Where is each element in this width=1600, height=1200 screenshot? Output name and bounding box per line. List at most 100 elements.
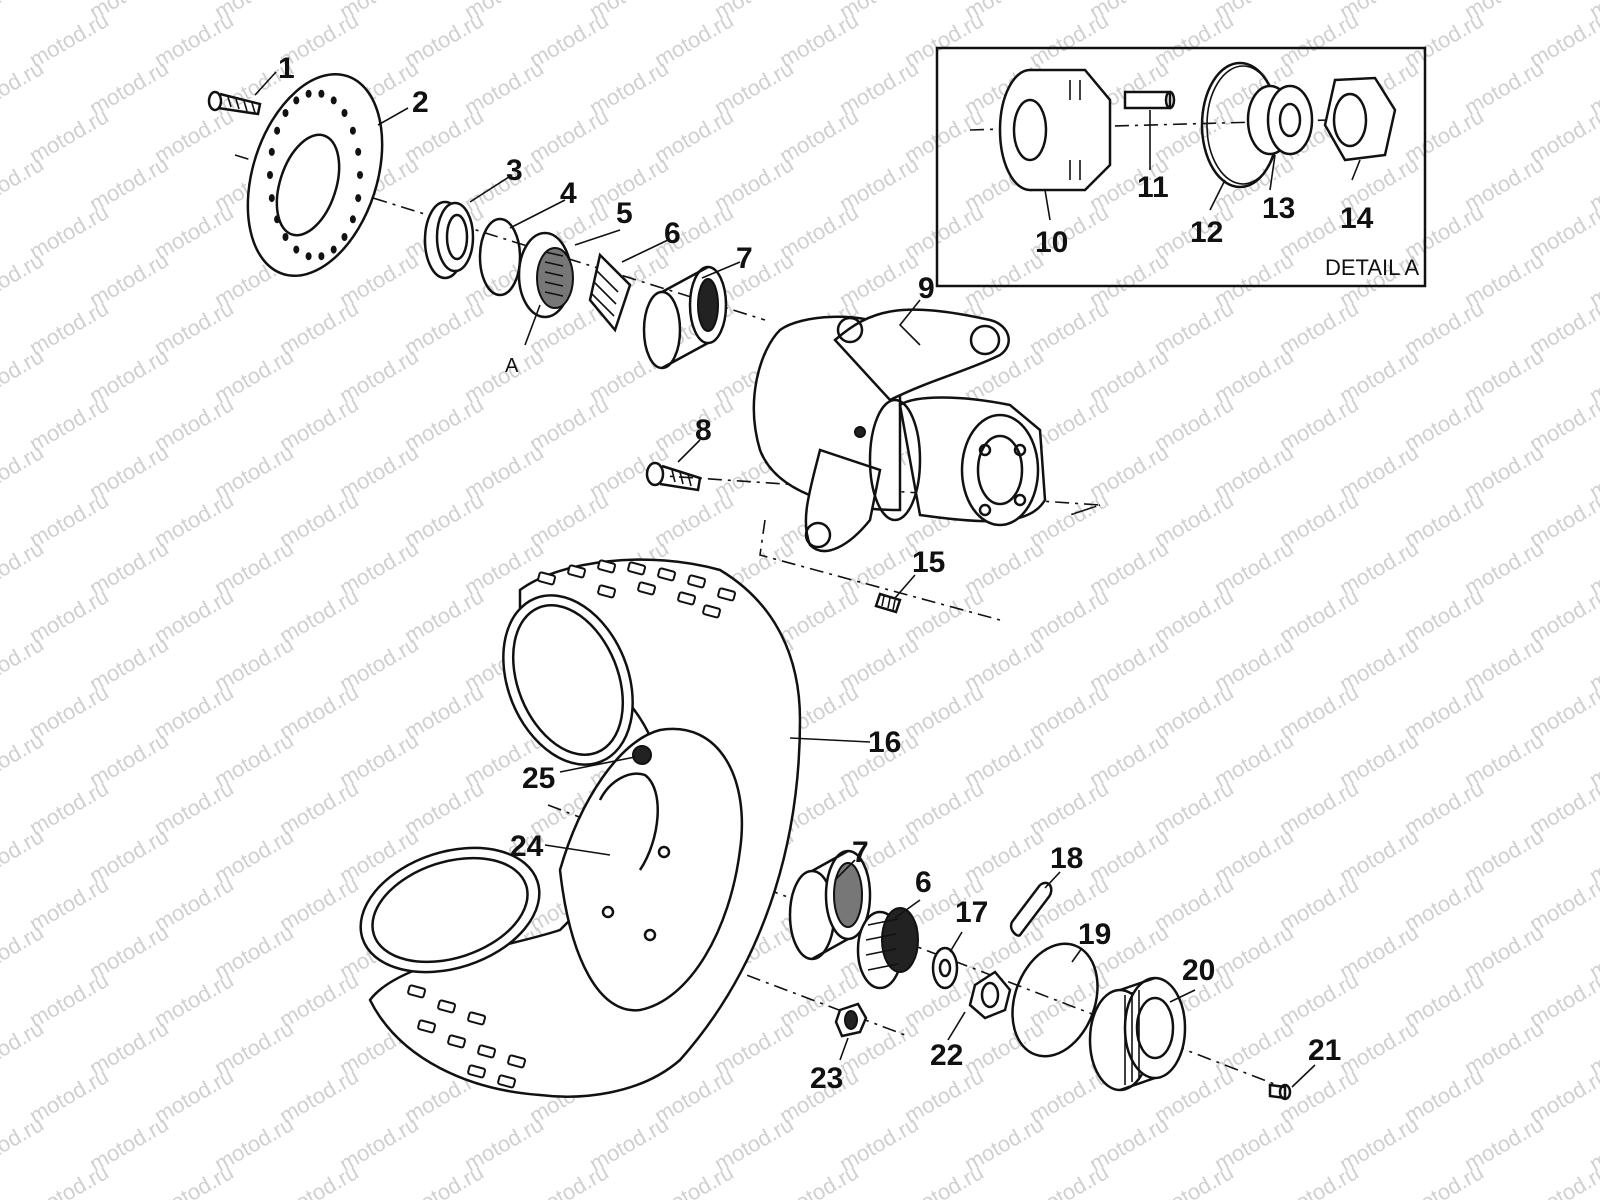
disc-hole <box>268 194 275 203</box>
washer-part-13 <box>1246 84 1314 156</box>
screw-part-15 <box>874 592 902 614</box>
brake-disc-part-2 <box>246 73 384 277</box>
tread-block <box>567 564 587 579</box>
watermark-text: motod.ru <box>0 535 48 600</box>
disc-hole <box>341 233 348 241</box>
bolt-part-1 <box>207 90 262 116</box>
rim-outer-bead <box>502 594 634 766</box>
disc-hole <box>318 89 325 98</box>
axis-line-stud <box>719 964 906 1036</box>
disc-hole <box>330 245 337 254</box>
tread-block <box>507 1054 527 1069</box>
watermark-text: motod.ru <box>1150 1159 1238 1200</box>
watermark-text: motod.ru <box>1025 1159 1113 1200</box>
bearing-race-part-7-upper <box>642 265 728 370</box>
tread-block <box>627 561 647 576</box>
bearing-race-part-7-lower <box>788 849 872 961</box>
disc-hole <box>305 89 312 98</box>
tread-block <box>597 559 617 574</box>
castle-nut-part-22 <box>968 970 1012 1020</box>
callout-11: 11 <box>1137 171 1169 204</box>
watermark-text: motod.ru <box>0 1015 48 1080</box>
bolt-part-8 <box>645 461 702 492</box>
tread-block <box>437 999 457 1014</box>
callout-20: 20 <box>1182 954 1215 987</box>
tread-block <box>702 604 722 619</box>
hub-cap-part-20 <box>1088 976 1187 1092</box>
tread-block <box>637 581 657 596</box>
callout-12: 12 <box>1190 216 1223 249</box>
tread-block <box>477 1044 497 1059</box>
callout-16: 16 <box>868 726 901 759</box>
disc-hole <box>341 109 348 117</box>
watermark-text: motod.ru <box>400 1159 488 1200</box>
disc-hole <box>293 96 300 105</box>
disc-hole <box>305 252 312 261</box>
oring-part-19 <box>1011 942 1099 1058</box>
disc-hole <box>349 126 356 135</box>
callout-18: 18 <box>1050 842 1083 875</box>
callout-4: 4 <box>560 177 577 210</box>
disc-hole <box>349 215 356 224</box>
callout-2: 2 <box>412 86 429 119</box>
watermark-text: motod.ru <box>1275 1159 1363 1200</box>
callout-19: 19 <box>1078 918 1111 951</box>
watermark-text: motod.ru <box>775 1159 863 1200</box>
callout-1: 1 <box>278 52 295 85</box>
disc-hole <box>282 233 289 241</box>
callout-10: 10 <box>1035 226 1068 259</box>
bearing-cone-part-6-upper <box>588 252 632 333</box>
tread-block <box>537 571 557 586</box>
seal-part-3 <box>423 200 475 280</box>
watermark-text: motod.ru <box>0 727 48 792</box>
watermark-text: motod.ru <box>150 1159 238 1200</box>
detail-a-frame <box>935 46 1427 288</box>
watermark-text: motod.ru <box>0 0 48 24</box>
watermark-text: motod.ru <box>0 1111 48 1176</box>
screw-part-21 <box>1268 1083 1292 1101</box>
rim-inner-bead <box>359 846 541 974</box>
callout-25: 25 <box>522 762 555 795</box>
disc-hole <box>318 252 325 261</box>
tread-block <box>687 574 707 589</box>
watermark-text: motod.ru <box>275 1159 363 1200</box>
hub-part-5 <box>517 231 574 319</box>
detail-a-label: DETAIL A <box>1325 255 1419 280</box>
disc-hole <box>355 147 362 156</box>
watermark-text: motod.ru <box>0 823 48 888</box>
tread-block <box>717 587 737 602</box>
tread-block <box>467 1011 487 1026</box>
hub-part-10 <box>998 68 1112 192</box>
snap-ring-part-4 <box>478 217 522 297</box>
tread-block <box>657 567 677 582</box>
tread-block <box>677 591 697 606</box>
disc-hole <box>330 96 337 105</box>
watermark-text: motod.ru <box>0 55 48 120</box>
callout-6-lower: 6 <box>915 866 932 899</box>
disc-hole <box>274 215 281 224</box>
disc-hole <box>267 171 273 179</box>
disc-hole <box>268 147 275 156</box>
callout-17: 17 <box>955 896 988 929</box>
point-a-label: A <box>505 355 519 377</box>
callout-23: 23 <box>810 1062 843 1095</box>
callout-7-lower: 7 <box>852 836 869 869</box>
nut-part-23 <box>834 1002 868 1038</box>
callout-13: 13 <box>1262 192 1295 225</box>
watermark-text: motod.ru <box>1400 1159 1488 1200</box>
callout-5: 5 <box>616 197 633 230</box>
tread-block <box>447 1034 467 1049</box>
watermark-text: motod.ru <box>0 247 48 312</box>
callout-15: 15 <box>912 546 945 579</box>
nut-part-14 <box>1323 76 1397 162</box>
disc-hole <box>282 109 289 117</box>
tread-block <box>497 1074 517 1089</box>
callout-8: 8 <box>695 414 712 447</box>
callout-3: 3 <box>506 154 523 187</box>
rim-part-24 <box>558 727 744 1012</box>
washer-part-17 <box>931 946 959 990</box>
bearing-cone-part-6-lower <box>856 907 919 990</box>
callout-24: 24 <box>510 830 544 863</box>
